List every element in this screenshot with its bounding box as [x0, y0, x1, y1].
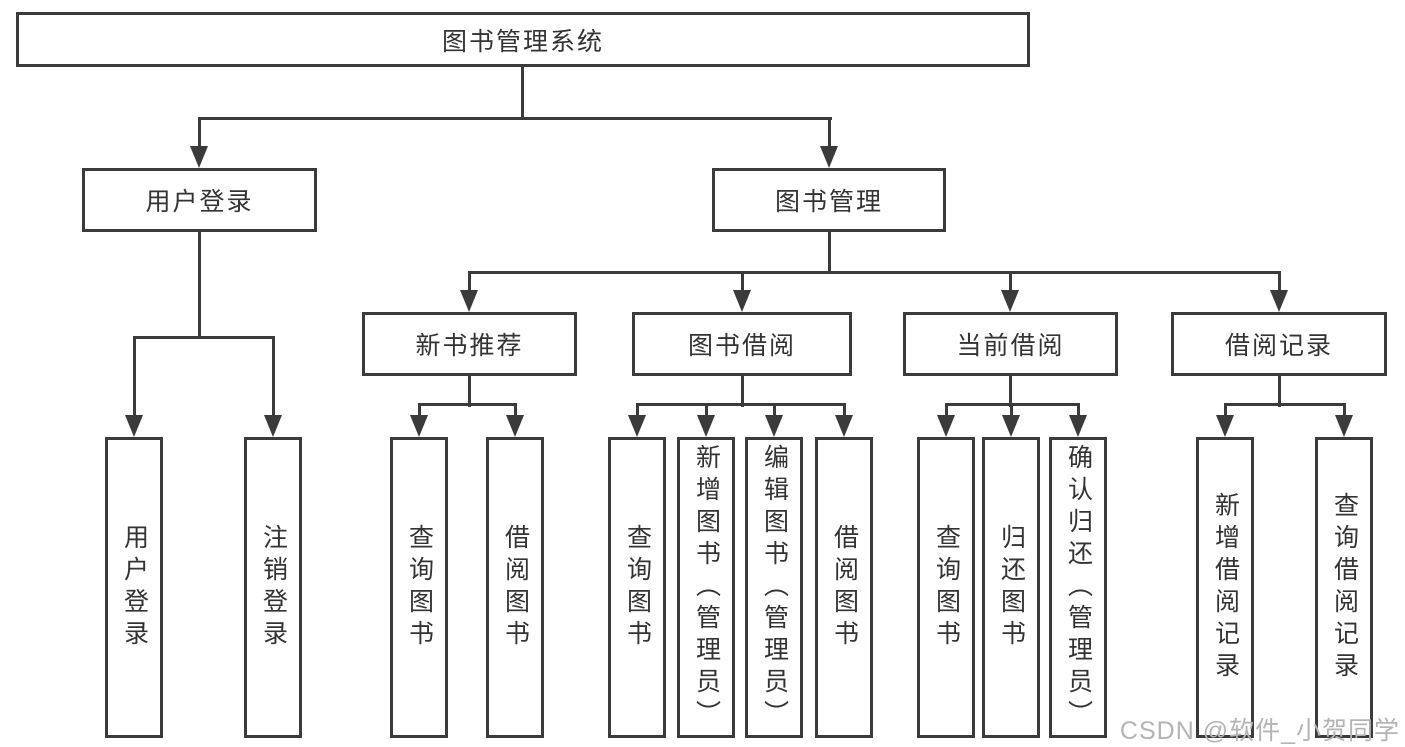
node-label: 新书推荐 [415, 332, 524, 360]
node-book-management: 图书管理 [712, 168, 946, 232]
arrow-down-icon [1270, 290, 1288, 312]
node-borrow-records: 借阅记录 [1171, 312, 1387, 376]
connector-segment [468, 271, 1281, 274]
node-label: 查询图书 [932, 523, 961, 652]
node-label: 归还图书 [997, 523, 1026, 652]
node-label: 用户登录 [145, 188, 254, 216]
node-book-borrow: 图书借阅 [632, 312, 852, 376]
node-leaf-query-borrow-record: 查询借阅记录 [1315, 437, 1373, 738]
node-label: 借阅记录 [1224, 332, 1333, 360]
connector-segment [741, 376, 744, 407]
watermark: CSDN @软件_小贺同学 [1119, 717, 1400, 745]
arrow-stem [1224, 404, 1227, 417]
arrow-down-icon [835, 415, 853, 437]
arrow-down-icon [1335, 415, 1353, 437]
arrow-down-icon [1001, 290, 1019, 312]
arrow-down-icon [937, 415, 955, 437]
node-label: 确认归还（管理员） [1064, 443, 1093, 732]
node-label: 图书管理系统 [441, 27, 604, 56]
arrow-stem [828, 117, 831, 148]
node-leaf-confirm-return: 确认归还（管理员） [1049, 437, 1107, 738]
node-user-login-group: 用户登录 [82, 168, 317, 232]
node-leaf-borrow-book-1: 借阅图书 [486, 437, 544, 738]
arrow-stem [843, 404, 846, 417]
arrow-down-icon [765, 415, 783, 437]
arrow-down-icon [190, 146, 208, 168]
arrow-down-icon [460, 290, 478, 312]
arrow-stem [468, 272, 471, 292]
connector-segment [1224, 403, 1346, 406]
node-label: 借阅图书 [830, 523, 859, 652]
connector-segment [636, 403, 846, 406]
connector-segment [521, 67, 524, 119]
node-label: 查询借阅记录 [1330, 491, 1359, 684]
node-label: 图书管理 [774, 188, 883, 216]
connector-segment [418, 403, 517, 406]
connector-segment [1009, 376, 1012, 407]
arrow-down-icon [125, 415, 143, 437]
arrow-stem [705, 404, 708, 417]
node-label: 图书借阅 [687, 332, 796, 360]
arrow-down-icon [1069, 415, 1087, 437]
arrow-stem [1009, 272, 1012, 292]
arrow-stem [133, 337, 136, 417]
node-leaf-edit-book: 编辑图书（管理员） [745, 437, 803, 738]
node-leaf-return-book: 归还图书 [982, 437, 1040, 738]
arrow-stem [418, 404, 421, 417]
arrow-stem [1077, 404, 1080, 417]
node-current-borrow: 当前借阅 [903, 312, 1118, 376]
node-leaf-logout: 注销登录 [244, 437, 302, 738]
arrow-stem [1343, 404, 1346, 417]
node-label: 查询图书 [405, 523, 434, 652]
node-label: 注销登录 [259, 523, 288, 652]
arrow-stem [1278, 272, 1281, 292]
connector-segment [198, 117, 832, 120]
arrow-stem [773, 404, 776, 417]
connector-segment [828, 232, 831, 274]
node-label: 借阅图书 [501, 523, 530, 652]
arrow-stem [198, 117, 201, 148]
arrow-stem [741, 272, 744, 292]
node-leaf-add-borrow-record: 新增借阅记录 [1196, 437, 1254, 738]
node-label: 编辑图书（管理员） [760, 443, 789, 732]
node-label: 当前借阅 [956, 332, 1065, 360]
arrow-down-icon [506, 415, 524, 437]
arrow-stem [272, 337, 275, 417]
node-label: 新增图书（管理员） [692, 443, 721, 732]
arrow-down-icon [733, 290, 751, 312]
node-leaf-borrow-book-2: 借阅图书 [815, 437, 873, 738]
node-leaf-query-book-2: 查询图书 [608, 437, 666, 738]
node-leaf-user-login: 用户登录 [105, 437, 163, 738]
node-label: 用户登录 [120, 523, 149, 652]
node-root: 图书管理系统 [16, 12, 1030, 67]
arrow-down-icon [410, 415, 428, 437]
node-new-book-recommend: 新书推荐 [362, 312, 577, 376]
node-label: 新增借阅记录 [1211, 491, 1240, 684]
connector-segment [1278, 376, 1281, 407]
connector-segment [468, 376, 471, 407]
arrow-stem [945, 404, 948, 417]
node-leaf-query-book-3: 查询图书 [917, 437, 975, 738]
connector-segment [133, 336, 275, 339]
arrow-stem [636, 404, 639, 417]
node-label: 查询图书 [623, 523, 652, 652]
arrow-stem [514, 404, 517, 417]
arrow-down-icon [264, 415, 282, 437]
arrow-down-icon [820, 146, 838, 168]
node-leaf-query-book-1: 查询图书 [390, 437, 448, 738]
arrow-down-icon [628, 415, 646, 437]
node-leaf-add-book: 新增图书（管理员） [677, 437, 735, 738]
arrow-down-icon [1002, 415, 1020, 437]
arrow-stem [1010, 404, 1013, 417]
arrow-down-icon [1216, 415, 1234, 437]
connector-segment [198, 232, 201, 339]
arrow-down-icon [697, 415, 715, 437]
